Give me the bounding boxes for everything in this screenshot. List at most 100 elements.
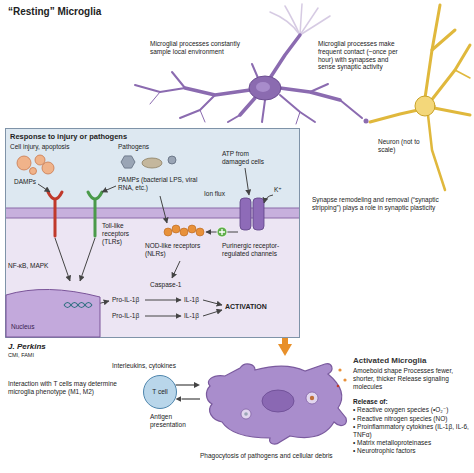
signal-molecule <box>343 378 346 381</box>
credit: CMI, FAMI <box>8 352 34 359</box>
list-item: • Reactive oxygen species (•O₂⁻) <box>353 406 469 414</box>
activation-arrow <box>282 338 288 344</box>
receptor-label: Toll-like receptors (TLRs) <box>102 222 144 245</box>
signal-molecule <box>338 368 341 371</box>
receptor-stalk <box>94 200 97 236</box>
signal-arrow <box>55 238 70 281</box>
dendrite <box>455 70 470 78</box>
receptor-label: Purinergic receptor-regulated channels <box>222 242 294 258</box>
antigen-arrow <box>181 398 200 399</box>
nlr-bead <box>164 228 172 236</box>
signal-arrow <box>203 310 222 316</box>
axon <box>428 115 445 190</box>
list-item: • Neurotrophic factors <box>353 447 469 455</box>
activated-microglia: Activated MicrogliaAmoeboid shape Proces… <box>200 356 472 448</box>
list-item: • Matrix metalloproteinases <box>353 439 469 447</box>
sampling-fan <box>270 4 330 35</box>
microglial-process <box>252 64 258 78</box>
neuron-soma <box>415 96 435 116</box>
molecule-label: Pro-IL-1β <box>112 312 139 320</box>
arrow-label: Antigen presentation <box>150 413 200 429</box>
dna-strand <box>64 303 92 308</box>
cell-body <box>249 76 281 100</box>
toll-like-receptors <box>48 192 102 236</box>
arrow-label: Interleukins, cytokines <box>112 362 176 370</box>
microglial-process <box>150 92 160 104</box>
synapse-contact <box>364 119 369 124</box>
ion-label: K⁺ <box>274 186 282 194</box>
receptor-head <box>48 192 62 199</box>
engulfed-debris <box>244 412 248 416</box>
channel-subunit <box>253 198 264 230</box>
cell-description: Amoeboid shape Processes fewer, shorter,… <box>353 367 467 390</box>
nucleus-shape <box>6 289 100 337</box>
signal-arrow <box>102 186 116 192</box>
microglial-process <box>262 100 265 122</box>
nlr-bead <box>188 225 196 233</box>
annotation: Phagocytosis of pathogens and cellular d… <box>200 452 340 460</box>
dendrite <box>430 45 470 102</box>
microglial-process <box>185 88 250 95</box>
activation-sign <box>217 227 227 237</box>
section-heading: “Resting” Microglia <box>8 6 101 18</box>
signal-arrow <box>172 261 180 278</box>
amoeboid-cell <box>206 364 346 444</box>
nod-like-receptors <box>164 225 204 236</box>
nucleus-region: Nucleus <box>6 285 100 337</box>
outcome-label: ACTIVATION <box>225 303 267 311</box>
molecule-label: Pro-IL-1β <box>112 296 139 304</box>
engulfed-debris <box>310 396 314 400</box>
annotation: Cell injury, apoptosis <box>10 143 100 151</box>
signal-arrow <box>80 238 95 281</box>
cell-nucleus <box>256 82 270 92</box>
panel-heading: Response to injury or pathogens <box>10 132 127 141</box>
extracellular-ground <box>5 128 300 208</box>
process-trace <box>270 12 300 35</box>
microglial-process <box>228 115 240 122</box>
signal-arrow <box>145 300 181 301</box>
neuron <box>364 5 471 190</box>
compartment-label: Nucleus <box>11 323 34 331</box>
process-trace <box>300 8 318 35</box>
list-heading: Release of: <box>353 398 469 406</box>
damaged-cells <box>17 155 54 175</box>
receptor-head <box>88 192 102 199</box>
annotation: Synapse remodeling and removal (“synapti… <box>312 196 462 212</box>
signal-arrow <box>38 184 50 192</box>
list-item: • Reactive nitrogen species (NO) <box>353 415 469 423</box>
dendrite <box>425 5 440 98</box>
phagosome <box>306 392 318 404</box>
process-trace <box>285 6 300 35</box>
channel-subunit <box>240 198 251 230</box>
virus-icon <box>121 156 135 168</box>
molecule-label: IL-1β <box>184 296 199 304</box>
dna-strand <box>64 303 92 308</box>
dendrite <box>434 108 470 115</box>
molecule-label: DAMPs <box>14 178 36 186</box>
molecule-label: IL-1β <box>184 312 199 320</box>
cell-nucleus <box>262 390 294 412</box>
bacterium-icon <box>142 158 162 168</box>
microglial-process <box>270 35 300 78</box>
microglial-process <box>240 98 255 115</box>
nlr-bead <box>180 228 188 236</box>
cell-label: T cell <box>152 388 167 396</box>
annotation: Microglial processes constantly sample l… <box>150 40 245 56</box>
microglial-process <box>340 100 362 118</box>
annotation: Pathogens <box>118 143 149 151</box>
dendrite <box>432 30 455 50</box>
microglial-process <box>280 88 340 100</box>
microglial-process <box>310 84 328 92</box>
ion-arrow <box>264 195 273 203</box>
cell-heading: Activated Microglia <box>353 356 426 366</box>
apoptotic-body <box>17 156 31 170</box>
microglial-process <box>200 110 205 122</box>
dna-strand <box>64 303 92 308</box>
receptor-label: NOD-like receptors (NLRs) <box>145 242 213 258</box>
plus-symbol <box>219 229 225 235</box>
signal-arrow <box>203 300 222 305</box>
phagosome <box>241 409 251 419</box>
apoptotic-body <box>42 162 54 174</box>
microglial-process <box>296 112 300 124</box>
